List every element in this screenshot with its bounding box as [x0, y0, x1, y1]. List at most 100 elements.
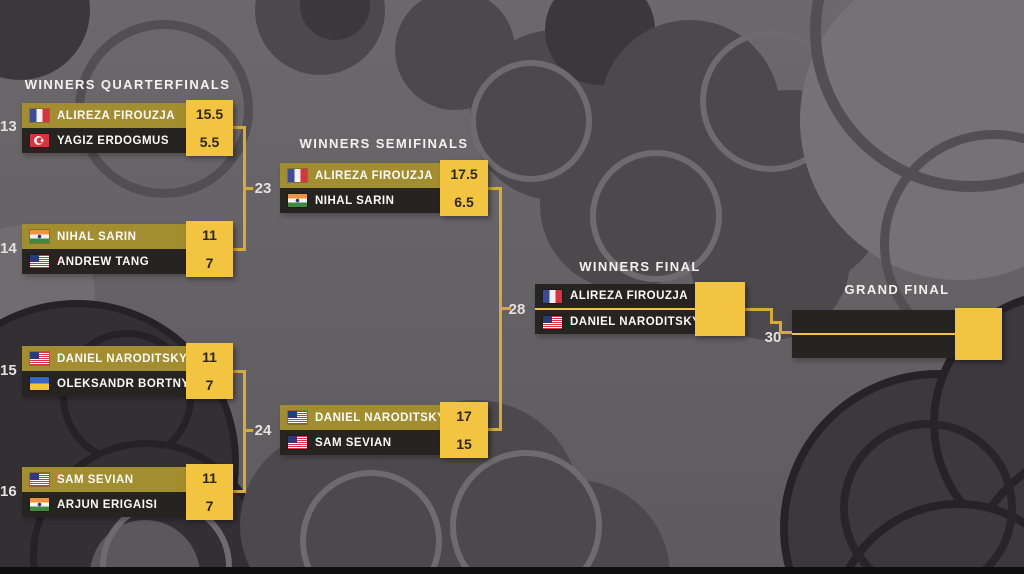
player-name: ARJUN ERIGAISI [57, 498, 158, 511]
bracket-connector [770, 321, 782, 324]
round-title-quarterfinals: WINNERS QUARTERFINALS [24, 77, 231, 92]
player-name: DANIEL NARODITSKY [570, 316, 695, 328]
flag-france-icon [543, 289, 562, 303]
bracket-connector [779, 321, 782, 334]
flag-usa-icon [30, 473, 49, 486]
score-value: 11 [202, 349, 217, 365]
player-name: YAGIZ ERDOGMUS [57, 134, 170, 147]
player-row: SAM SEVIAN [22, 467, 186, 492]
match-16: SAM SEVIAN ARJUN ERIGAISI 11 7 [22, 464, 233, 520]
match-23: ALIREZA FIROUZJA NIHAL SARIN 17.5 6.5 [280, 160, 488, 216]
match-14: NIHAL SARIN ANDREW TANG 11 7 [22, 221, 233, 277]
score-value [695, 282, 745, 309]
flag-usa-icon [288, 436, 307, 449]
bracket-connector [233, 370, 246, 373]
player-row: OLEKSANDR BORTNYK [22, 371, 186, 396]
player-row: DANIEL NARODITSKY [535, 310, 695, 334]
round-title-winners-final: WINNERS FINAL [579, 259, 701, 274]
player-name: NIHAL SARIN [315, 194, 395, 207]
flag-france-icon [30, 109, 49, 122]
flag-turkey-icon [30, 134, 49, 147]
match-number: 16 [0, 483, 17, 500]
score-box: 11 7 [186, 464, 233, 520]
score-box [695, 282, 745, 336]
round-title-semifinals: WINNERS SEMIFINALS [299, 136, 469, 151]
smoke-ring [470, 60, 592, 182]
bracket-connector [488, 187, 502, 190]
player-row: ALIREZA FIROUZJA [535, 284, 695, 308]
score-value [955, 308, 1002, 334]
score-value: 17 [456, 408, 472, 424]
flag-india-icon [288, 194, 307, 207]
match-15: DANIEL NARODITSKY OLEKSANDR BORTNYK 11 7 [22, 343, 233, 399]
player-name: SAM SEVIAN [315, 436, 392, 449]
score-value: 6.5 [454, 194, 474, 210]
player-row: ALIREZA FIROUZJA [280, 163, 440, 188]
player-name: ALIREZA FIROUZJA [315, 169, 434, 182]
match-number: 24 [254, 422, 272, 439]
player-row [792, 335, 955, 358]
score-box: 17.5 6.5 [440, 160, 488, 216]
smoke-ring [590, 150, 722, 282]
smoke-ring [300, 470, 442, 574]
score-box: 11 7 [186, 343, 233, 399]
player-name: ALIREZA FIROUZJA [57, 109, 176, 122]
player-name: ANDREW TANG [57, 255, 150, 268]
bracket-connector [779, 331, 792, 334]
player-name: SAM SEVIAN [57, 473, 134, 486]
flag-ukraine-icon [30, 377, 49, 390]
match-24: DANIEL NARODITSKY SAM SEVIAN 17 15 [280, 402, 488, 458]
score-value: 7 [205, 255, 214, 271]
player-name: DANIEL NARODITSKY [315, 411, 440, 424]
match-number: 14 [0, 240, 17, 257]
bracket-connector [770, 308, 773, 324]
match-13: ALIREZA FIROUZJA YAGIZ ERDOGMUS 15.5 5.5 [22, 100, 233, 156]
bracket-connector [745, 308, 773, 311]
row-separator [535, 308, 695, 310]
player-row: NIHAL SARIN [280, 188, 440, 213]
bracket-connector [488, 428, 502, 431]
player-row: NIHAL SARIN [22, 224, 186, 249]
bracket-connector [243, 187, 253, 190]
bracket-connector [233, 248, 246, 251]
player-name: OLEKSANDR BORTNYK [57, 377, 186, 390]
row-separator [792, 333, 955, 335]
smoke-ring [840, 420, 1016, 574]
score-box: 11 7 [186, 221, 233, 277]
bracket-connector [233, 126, 246, 129]
score-value: 11 [202, 470, 217, 486]
bracket-connector [233, 490, 246, 493]
round-title-grand-final: GRAND FINAL [844, 282, 950, 297]
score-value [695, 309, 745, 336]
flag-france-icon [288, 169, 307, 182]
player-row: ANDREW TANG [22, 249, 186, 274]
score-box [955, 308, 1002, 360]
flag-usa-icon [543, 315, 562, 329]
bracket-connector [243, 429, 253, 432]
smoke-ring [450, 450, 602, 574]
score-value: 17.5 [450, 166, 478, 182]
flag-usa-icon [288, 411, 307, 424]
score-value: 5.5 [199, 134, 220, 150]
score-value: 15 [456, 436, 472, 452]
player-row: SAM SEVIAN [280, 430, 440, 455]
flag-india-icon [30, 498, 49, 511]
score-box: 17 15 [440, 402, 488, 458]
match-30 [792, 308, 1002, 360]
score-value: 7 [205, 377, 214, 393]
player-row: DANIEL NARODITSKY [280, 405, 440, 430]
score-box: 15.5 5.5 [186, 100, 233, 156]
score-value: 15.5 [195, 106, 224, 122]
player-row: ALIREZA FIROUZJA [22, 103, 186, 128]
bottom-black-bar [0, 567, 1024, 574]
player-name: ALIREZA FIROUZJA [570, 290, 689, 302]
score-value: 11 [202, 227, 217, 243]
flag-india-icon [30, 230, 49, 243]
match-28: ALIREZA FIROUZJA DANIEL NARODITSKY [535, 282, 745, 336]
match-number: 15 [0, 362, 17, 379]
score-value [955, 334, 1002, 360]
player-row: YAGIZ ERDOGMUS [22, 128, 186, 153]
